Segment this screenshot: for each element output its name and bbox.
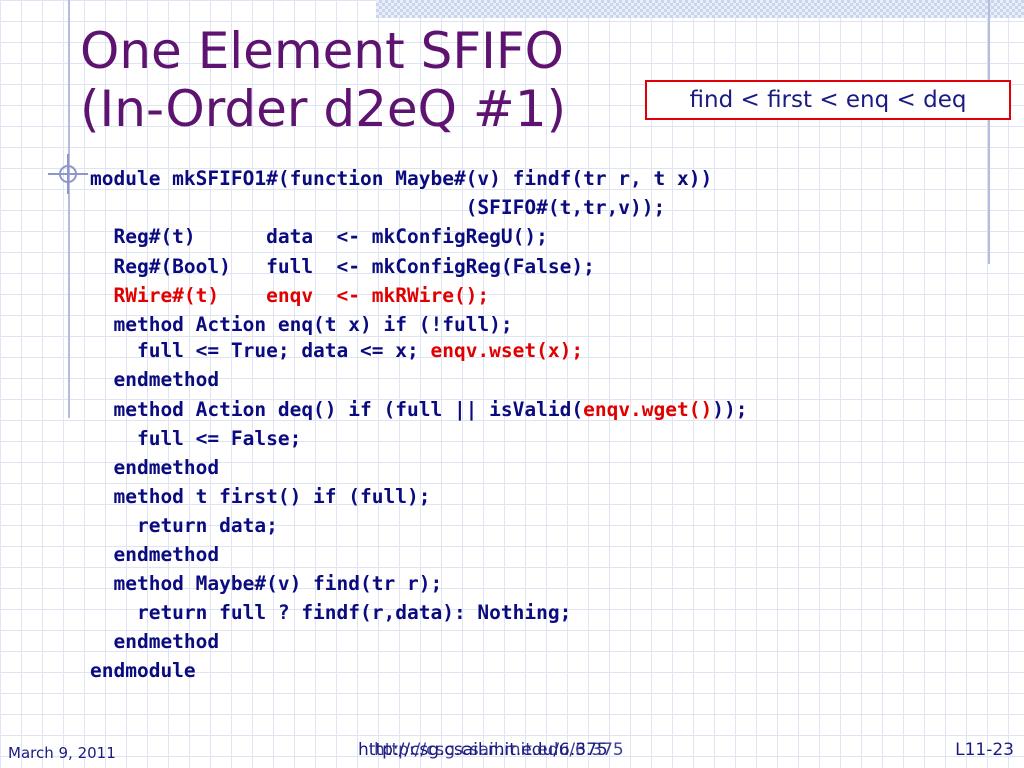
code-segment: endmethod <box>90 543 220 566</box>
code-segment: return data; <box>90 514 278 537</box>
code-highlight: RWire#(t) enqv <- mkRWire(); <box>90 284 490 307</box>
title-line-1: One Element SFIFO <box>80 22 564 80</box>
code-segment: method t first() if (full); <box>90 485 431 508</box>
code-line: RWire#(t) enqv <- mkRWire(); <box>90 281 489 310</box>
code-highlight: enqv.wset(x); <box>430 339 584 362</box>
footer-date: March 9, 2011 <box>8 744 116 762</box>
code-line: Reg#(t) data <- mkConfigRegU(); <box>90 222 548 251</box>
code-segment: Reg#(t) data <- mkConfigRegU(); <box>90 225 548 248</box>
code-segment: full <= True; data <= x; <box>90 339 431 362</box>
code-segment: (SFIFO#(t,tr,v)); <box>90 196 666 219</box>
code-segment: )); <box>712 398 748 421</box>
code-line: endmodule <box>90 656 196 685</box>
footer-url-shadow: http://csg.csail.mit.edu/6.375 <box>374 740 624 760</box>
code-line: endmethod <box>90 453 219 482</box>
code-segment: method Maybe#(v) find(tr r); <box>90 572 443 595</box>
code-line: method Action deq() if (full || isValid(… <box>90 395 747 424</box>
code-line: endmethod <box>90 627 219 656</box>
code-line: method t first() if (full); <box>90 482 430 511</box>
code-highlight: enqv.wget() <box>583 398 713 421</box>
code-line: endmethod <box>90 365 219 394</box>
footer-url-text: http://csg.csail.mit.edu/6.375 <box>358 740 608 760</box>
code-line: return full ? findf(r,data): Nothing; <box>90 598 571 627</box>
footer-page-number: L11-23 <box>955 740 1014 760</box>
top-decorative-band <box>376 0 1024 18</box>
code-line: full <= False; <box>90 424 301 453</box>
code-segment: module mkSFIFO1#(function Maybe#(v) find… <box>90 167 713 190</box>
code-line: (SFIFO#(t,tr,v)); <box>90 193 666 222</box>
right-decorative-line <box>988 0 990 264</box>
code-segment: Reg#(Bool) full <- mkConfigReg(False); <box>90 255 595 278</box>
footer-url[interactable]: http://csg.csail.mit.edu/6.375 http://cs… <box>358 740 624 760</box>
code-segment: return full ? findf(r,data): Nothing; <box>90 601 572 624</box>
code-segment: method Action deq() if (full || isValid( <box>90 398 584 421</box>
code-line: Reg#(Bool) full <- mkConfigReg(False); <box>90 252 595 281</box>
left-decorative-line <box>68 0 70 418</box>
bullet-crosshair-icon <box>48 154 88 194</box>
code-line: return data; <box>90 511 278 540</box>
code-line: full <= True; data <= x; enqv.wset(x); <box>90 336 583 365</box>
code-segment: full <= False; <box>90 427 302 450</box>
code-line: module mkSFIFO1#(function Maybe#(v) find… <box>90 164 712 193</box>
code-line: method Action enq(t x) if (!full); <box>90 310 513 339</box>
code-line: endmethod <box>90 540 219 569</box>
code-segment: endmethod <box>90 368 220 391</box>
ordering-callout: find < first < enq < deq <box>645 80 1011 120</box>
title-line-2: (In-Order d2eQ #1) <box>80 80 567 138</box>
code-segment: endmethod <box>90 456 220 479</box>
code-line: method Maybe#(v) find(tr r); <box>90 569 442 598</box>
code-segment: method Action enq(t x) if (!full); <box>90 313 513 336</box>
code-segment: endmodule <box>90 659 196 682</box>
slide-title: One Element SFIFO (In-Order d2eQ #1) <box>80 22 566 138</box>
code-segment: endmethod <box>90 630 220 653</box>
